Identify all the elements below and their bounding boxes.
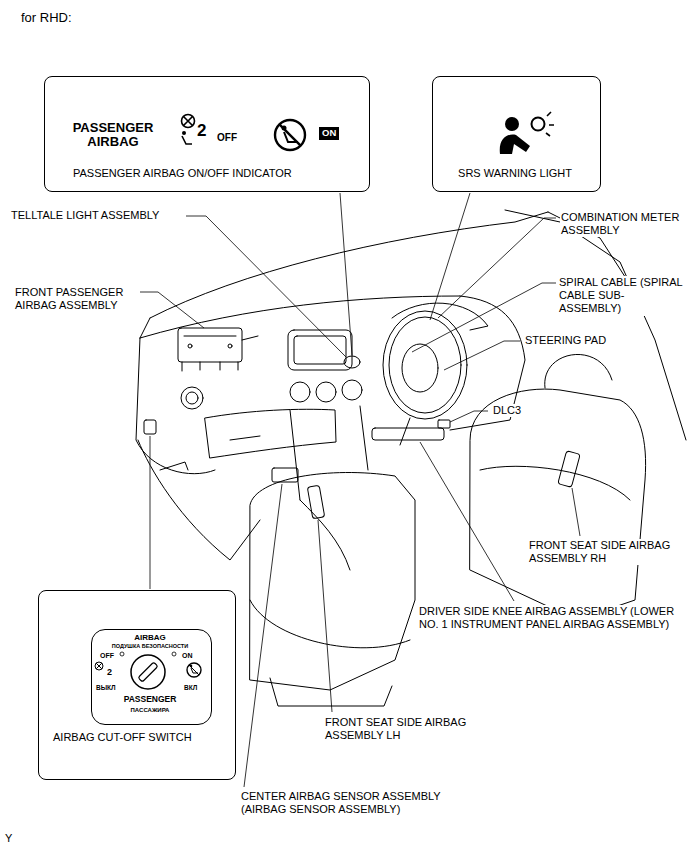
part-label: STEERING PAD [524, 334, 607, 347]
part-label: COMBINATION METER ASSEMBLY [560, 211, 682, 237]
part-label: TELLTALE LIGHT ASSEMBLY [10, 209, 160, 222]
indicator-callout-box: PASSENGER AIRBAG 2OFF ON PASSENGER AIRBAG O… [44, 76, 370, 192]
switch-callout-box: AIRBAG CUT-OFF SWITCH AIRBAGПОДУШКА БЕЗОП… [38, 590, 236, 780]
indicator-text: PASSENGER AIRBAG [67, 121, 159, 148]
leader-lines [140, 193, 580, 787]
switch-text: PASSENGER [92, 695, 208, 705]
part-label: AIRBAG CUT-OFF SWITCH [53, 731, 192, 744]
switch-symbol: 2 [107, 667, 112, 677]
switch-position: ВЫКЛ [96, 684, 116, 691]
switch-position: ON [182, 652, 193, 660]
switch-text: AIRBAG [92, 633, 208, 642]
switch-position: ВКЛ [184, 684, 197, 691]
part-label: SRS WARNING LIGHT [433, 167, 597, 180]
part-label: PASSENGER AIRBAG ON/OFF INDICATOR [73, 167, 292, 180]
callout-ground [38, 76, 596, 780]
part-label: CENTER AIRBAG SENSOR ASSEMBLY (AIRBAG SE… [240, 790, 472, 816]
switch-position: OFF [100, 652, 114, 660]
figure-code: Y [4, 832, 13, 845]
srs-warning-icon [500, 112, 554, 154]
part-label: FRONT SEAT SIDE AIRBAG ASSEMBLY RH [528, 539, 680, 565]
switch-face: AIRBAGПОДУШКА БЕЗОПАСНОСТИ OFF ON 2ВЫКЛ ВКЛ P… [91, 629, 212, 725]
indicator-state: ON [319, 127, 339, 140]
switch-text: ПАССАЖИРА [92, 707, 208, 714]
indicator-icons [182, 115, 306, 151]
part-label: FRONT PASSENGER AIRBAG ASSEMBLY [14, 286, 136, 312]
warning-light-callout-box: SRS WARNING LIGHT [432, 76, 601, 192]
switch-icons [95, 652, 201, 689]
indicator-symbol: 2 [197, 121, 206, 141]
part-label: DRIVER SIDE KNEE AIRBAG ASSEMBLY (LOWER … [418, 605, 684, 631]
part-label: DLC3 [492, 404, 522, 417]
indicator-state: OFF [217, 132, 237, 144]
part-label: SPIRAL CABLE (SPIRAL CABLE SUB-ASSEMBLY) [558, 276, 684, 316]
part-label: FRONT SEAT SIDE AIRBAG ASSEMBLY LH [324, 716, 506, 742]
switch-text: ПОДУШКА БЕЗОПАСНОСТИ [92, 643, 208, 649]
page-heading: for RHD: [20, 10, 73, 26]
